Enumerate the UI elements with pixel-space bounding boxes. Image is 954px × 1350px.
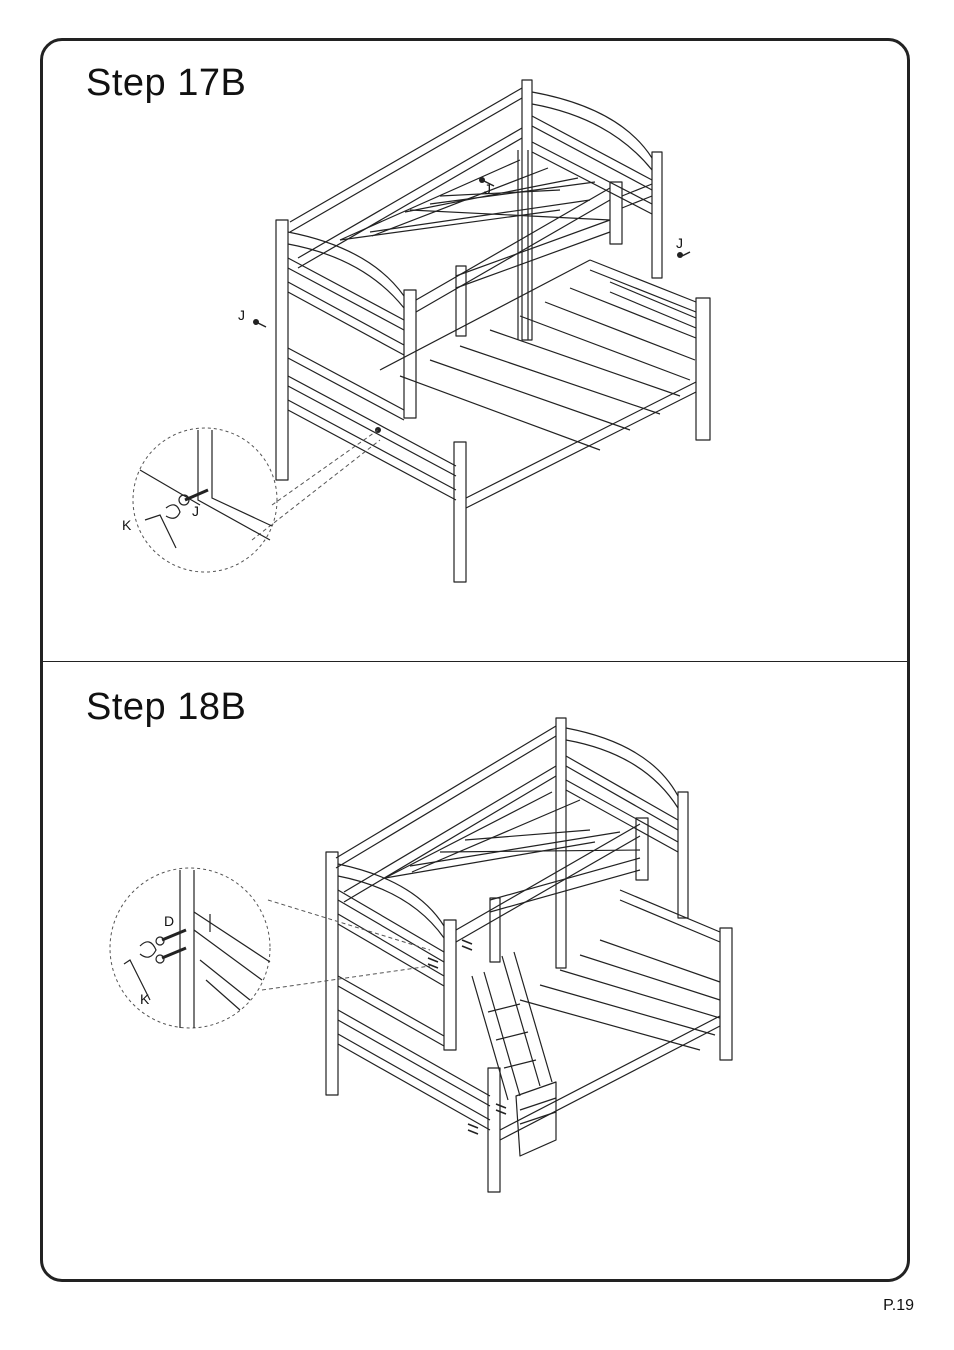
- wrench-k-label-18: K: [140, 991, 150, 1007]
- page-number: P.19: [883, 1297, 914, 1315]
- bolt-d-label: D: [164, 913, 174, 929]
